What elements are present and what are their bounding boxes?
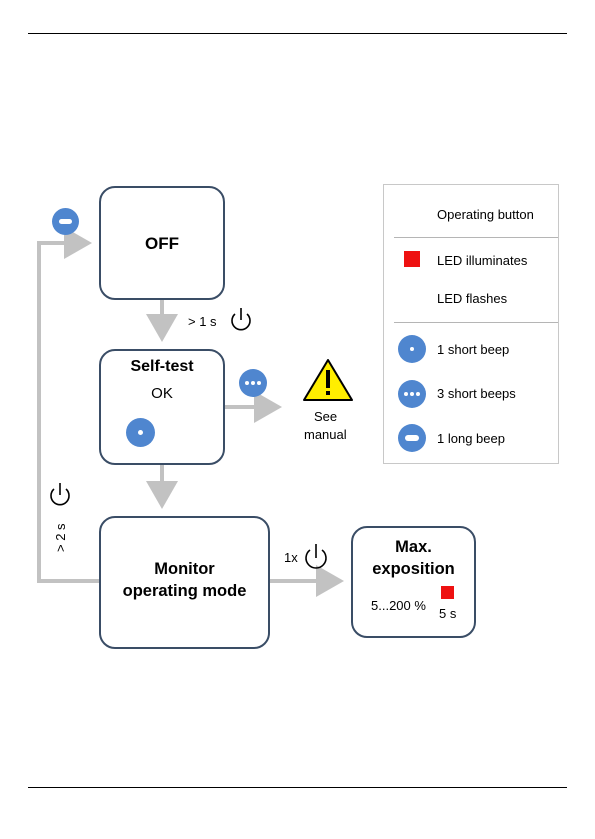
power-icon — [232, 308, 250, 330]
legend-item-long-beep: 1 long beep — [437, 431, 505, 446]
legend-item-short-beep: 1 short beep — [437, 342, 509, 357]
legend-item-three-beeps: 3 short beeps — [437, 386, 516, 401]
see-manual-line2: manual — [304, 427, 347, 442]
three-beeps-icon — [239, 369, 267, 397]
state-monitor: Monitor operating mode — [99, 516, 270, 649]
state-selftest: Self-test OK — [99, 349, 225, 465]
power-icon — [306, 544, 326, 568]
monitor-to-max-label: 1x — [284, 550, 298, 565]
state-off: OFF — [99, 186, 225, 300]
legend-item-operating-button: Operating button — [437, 207, 534, 222]
legend-divider — [394, 322, 558, 323]
short-beep-icon — [398, 335, 426, 363]
led-red-icon — [404, 251, 420, 267]
short-beep-icon — [126, 418, 155, 447]
see-manual-line1: See — [314, 409, 337, 424]
max-title-line1: Max. — [395, 538, 432, 556]
monitor-title-line1: Monitor — [154, 560, 214, 578]
power-icon — [51, 483, 69, 505]
long-beep-icon — [52, 208, 79, 235]
led-red-icon — [441, 586, 454, 599]
selftest-ok: OK — [101, 385, 223, 402]
three-beeps-icon — [398, 380, 426, 408]
max-time: 5 s — [439, 606, 456, 621]
monitor-title-line2: operating mode — [123, 582, 247, 600]
off-to-selftest-label: > 1 s — [188, 314, 217, 329]
max-range: 5...200 % — [371, 598, 426, 613]
monitor-to-off-label: > 2 s — [53, 523, 68, 552]
max-title: Max. exposition — [353, 536, 474, 580]
legend-item-led-illuminates: LED illuminates — [437, 253, 527, 268]
warning-icon — [304, 360, 352, 400]
legend-divider — [394, 237, 558, 238]
monitor-title: Monitor operating mode — [101, 558, 268, 602]
state-off-label: OFF — [101, 234, 223, 254]
state-max-exposition: Max. exposition 5...200 % 5 s — [351, 526, 476, 638]
selftest-title: Self-test — [101, 358, 223, 376]
max-title-line2: exposition — [372, 560, 455, 578]
long-beep-icon — [398, 424, 426, 452]
legend: Operating button LED illuminates LED fla… — [383, 184, 559, 464]
legend-item-led-flashes: LED flashes — [437, 291, 507, 306]
arrow-monitor-to-off — [39, 243, 99, 581]
